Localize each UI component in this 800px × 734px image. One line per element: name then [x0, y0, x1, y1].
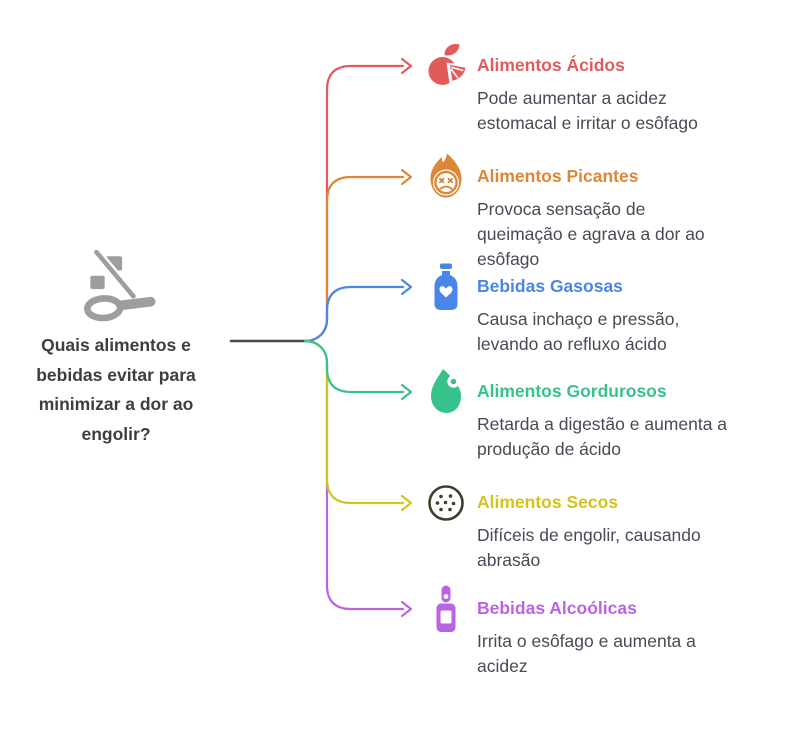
- branch-item: Bebidas Alcoólicas Irrita o esôfago e au…: [477, 596, 769, 679]
- branch-title: Bebidas Gasosas: [477, 276, 623, 296]
- branch-item: Alimentos Picantes Provoca sensação de q…: [477, 164, 769, 272]
- flame-face-icon: [430, 153, 462, 198]
- edge-bebidas-alcoolicas: [303, 339, 413, 618]
- root-question-text: Quais alimentos e bebidas evitar para mi…: [36, 335, 196, 444]
- branch-title: Bebidas Alcoólicas: [477, 598, 637, 618]
- edge-alimentos-secos: [303, 339, 413, 512]
- alcohol-bottle-icon: [436, 585, 456, 632]
- branch-title: Alimentos Picantes: [477, 166, 639, 186]
- oil-drop-icon: [431, 369, 461, 413]
- soda-bottle-icon: [434, 263, 458, 310]
- arrow-right-icon: [400, 57, 413, 75]
- branch-item: Alimentos Ácidos Pode aumentar a acidez …: [477, 53, 769, 136]
- branch-title: Alimentos Ácidos: [477, 55, 625, 75]
- arrow-right-icon: [400, 494, 413, 512]
- edge-alimentos-acidos: [303, 57, 413, 343]
- edge-alimentos-gordurosos: [303, 339, 413, 401]
- arrow-right-icon: [400, 278, 413, 296]
- branch-description: Difíceis de engolir, causando abrasão: [477, 525, 701, 570]
- arrow-right-icon: [400, 383, 413, 401]
- arrow-right-icon: [400, 600, 413, 618]
- branch-description: Causa inchaço e pressão, levando ao refl…: [477, 309, 680, 354]
- no-sugar-spoon-icon: [84, 250, 156, 322]
- cracker-icon: [428, 485, 464, 521]
- branch-item: Alimentos Secos Difíceis de engolir, cau…: [477, 490, 769, 573]
- branch-description: Provoca sensação de queimação e agrava a…: [477, 199, 705, 269]
- branch-description: Pode aumentar a acidez estomacal e irrit…: [477, 88, 698, 133]
- branch-title: Alimentos Gordurosos: [477, 381, 667, 401]
- branch-description: Irrita o esôfago e aumenta a acidez: [477, 631, 696, 676]
- citrus-fruit-icon: [428, 44, 468, 85]
- branch-description: Retarda a digestão e aumenta a produção …: [477, 414, 728, 459]
- arrow-right-icon: [400, 168, 413, 186]
- edge-bebidas-gasosas: [303, 278, 413, 343]
- branch-item: Alimentos Gordurosos Retarda a digestão …: [477, 379, 769, 462]
- edge-alimentos-picantes: [303, 168, 413, 343]
- branch-title: Alimentos Secos: [477, 492, 619, 512]
- branch-item: Bebidas Gasosas Causa inchaço e pressão,…: [477, 274, 769, 357]
